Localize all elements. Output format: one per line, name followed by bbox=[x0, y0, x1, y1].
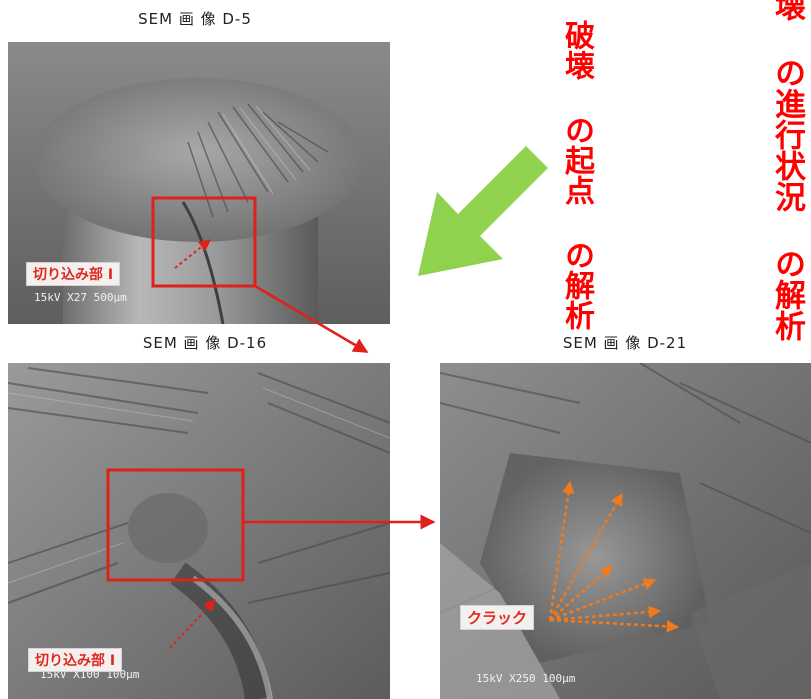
highlight-box-d16 bbox=[106, 468, 245, 582]
sem-image-d16 bbox=[8, 363, 390, 699]
sem-d16-texture bbox=[8, 363, 390, 699]
caption-d5: SEM 画 像 D-5 bbox=[138, 10, 252, 28]
sem-image-d5 bbox=[8, 42, 390, 324]
label-cut-part-d5: 切り込み部 I bbox=[26, 262, 121, 286]
caption-d21: SEM 画 像 D-21 bbox=[562, 334, 688, 352]
sem-image-d21 bbox=[440, 363, 811, 699]
pointer-d16 bbox=[169, 599, 216, 649]
pointer-d5 bbox=[174, 239, 211, 269]
sem-d5-texture bbox=[8, 42, 390, 324]
label-crack-d21: クラック bbox=[460, 605, 535, 630]
label-cut-part-d16: 切り込み部 I bbox=[28, 648, 123, 672]
crack-arrows-d21 bbox=[548, 480, 680, 633]
caption-d16: SEM 画 像 D-16 bbox=[142, 334, 268, 352]
scalebar-d21: 15kV X250 100μm bbox=[476, 672, 576, 685]
connector-d5-to-d16 bbox=[254, 284, 369, 354]
heading-fracture-progress-analysis: 壊 の進行状況 の解析 bbox=[769, 0, 805, 341]
highlight-box-d5 bbox=[151, 196, 257, 288]
arrow-down-left-icon bbox=[418, 146, 548, 276]
scalebar-d5: 15kV X27 500μm bbox=[34, 291, 127, 304]
heading-fracture-origin-analysis: 破壊 の起点 の解析 bbox=[559, 20, 594, 330]
sem-d21-texture bbox=[440, 363, 811, 699]
